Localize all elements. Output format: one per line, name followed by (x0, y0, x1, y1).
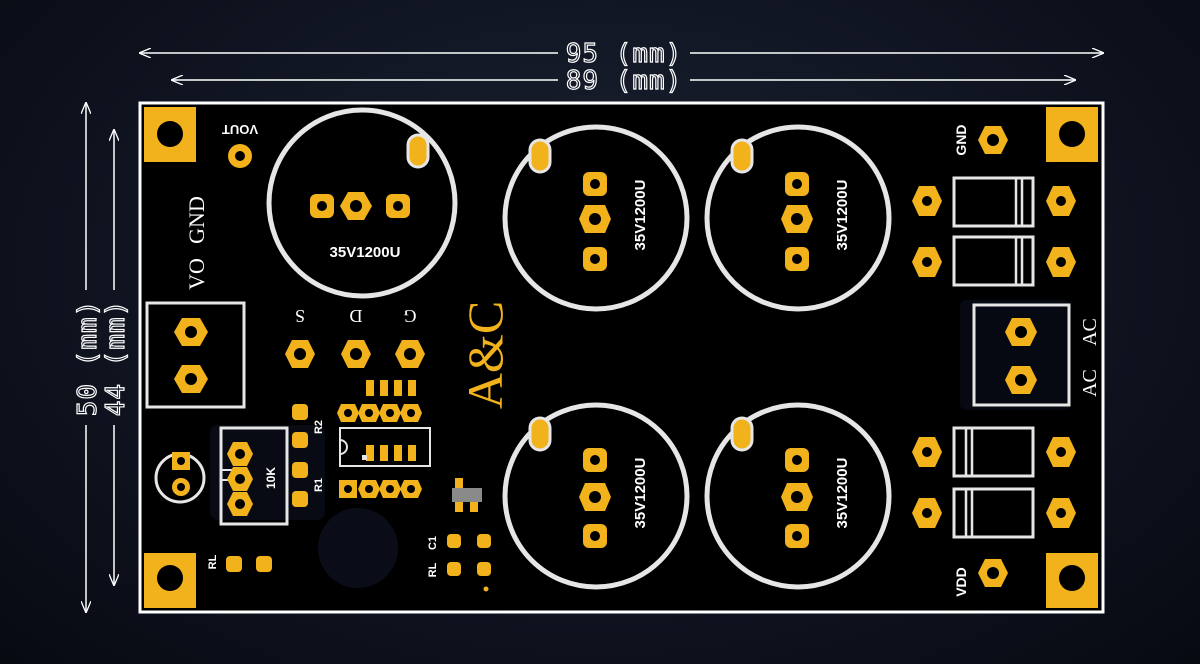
mounting-hole-top-right (1046, 107, 1098, 162)
vout-label: VOUT (222, 122, 258, 137)
c1-label: C1 (427, 536, 439, 550)
capacitor-1-label: 35V1200U (632, 180, 649, 251)
bridge-diode-bottom (912, 426, 1076, 539)
capacitor-3 (502, 402, 690, 590)
ac-label-2: AC (1079, 369, 1101, 397)
vo-label: VO (184, 258, 209, 290)
r1-label: R1 (313, 478, 325, 492)
c1-rl-pads (447, 534, 491, 592)
vdd-pad (978, 559, 1008, 587)
vout-pad (228, 144, 252, 168)
gnd-pad (978, 126, 1008, 154)
s-label: S (295, 306, 305, 326)
vdd-label: VDD (953, 567, 969, 597)
resistor-r2-pads (292, 404, 308, 448)
mounting-hole-top-left (144, 107, 196, 162)
output-terminal-block (145, 301, 246, 409)
mounting-hole-bottom-left (144, 553, 196, 608)
capacitor-1 (502, 124, 690, 312)
capacitor-2-label: 35V1200U (834, 180, 851, 251)
capacitor-2 (704, 124, 892, 312)
g-label: G (404, 306, 417, 326)
gnd-left-label: GND (184, 196, 209, 244)
potentiometer-10k (219, 426, 289, 526)
bridge-diode-top (912, 176, 1076, 287)
dimension-44mm: 44 (mm) (100, 130, 132, 585)
gnd-right-label: GND (953, 124, 969, 155)
led (154, 452, 206, 504)
dimension-50mm: 50 (mm) (72, 103, 104, 612)
brand-logo: A&C (457, 301, 513, 409)
copper-pour (318, 508, 398, 588)
dimension-89mm-label: 89 (mm) (566, 66, 683, 96)
dimension-89mm: 89 (mm) (172, 65, 1075, 97)
resistor-r1-pads (292, 462, 308, 507)
rl-left-label: RL (207, 554, 219, 569)
copper-pour (960, 300, 1070, 410)
mosfet-pads (285, 340, 425, 368)
capacitor-4 (704, 402, 892, 590)
capacitor-center (266, 107, 458, 299)
ac-label-1: AC (1079, 318, 1101, 346)
capacitor-3-label: 35V1200U (632, 458, 649, 529)
mounting-hole-bottom-right (1046, 553, 1098, 608)
capacitor-center-label: 35V1200U (330, 244, 401, 261)
pot-label: 10K (264, 467, 278, 489)
ac-input-terminal-block (972, 303, 1071, 407)
capacitor-4-label: 35V1200U (834, 458, 851, 529)
dimension-95mm-label: 95 (mm) (566, 39, 683, 69)
sot-transistor (452, 478, 482, 512)
dimension-50mm-label: 50 (mm) (73, 300, 103, 417)
d-label: D (350, 306, 363, 326)
rl-left-pads (226, 556, 272, 572)
dimension-95mm: 95 (mm) (140, 38, 1103, 70)
ic-chip (337, 380, 431, 498)
rl-bottom-label: RL (427, 562, 439, 577)
dimension-44mm-label: 44 (mm) (101, 300, 131, 417)
r2-label: R2 (313, 420, 325, 434)
